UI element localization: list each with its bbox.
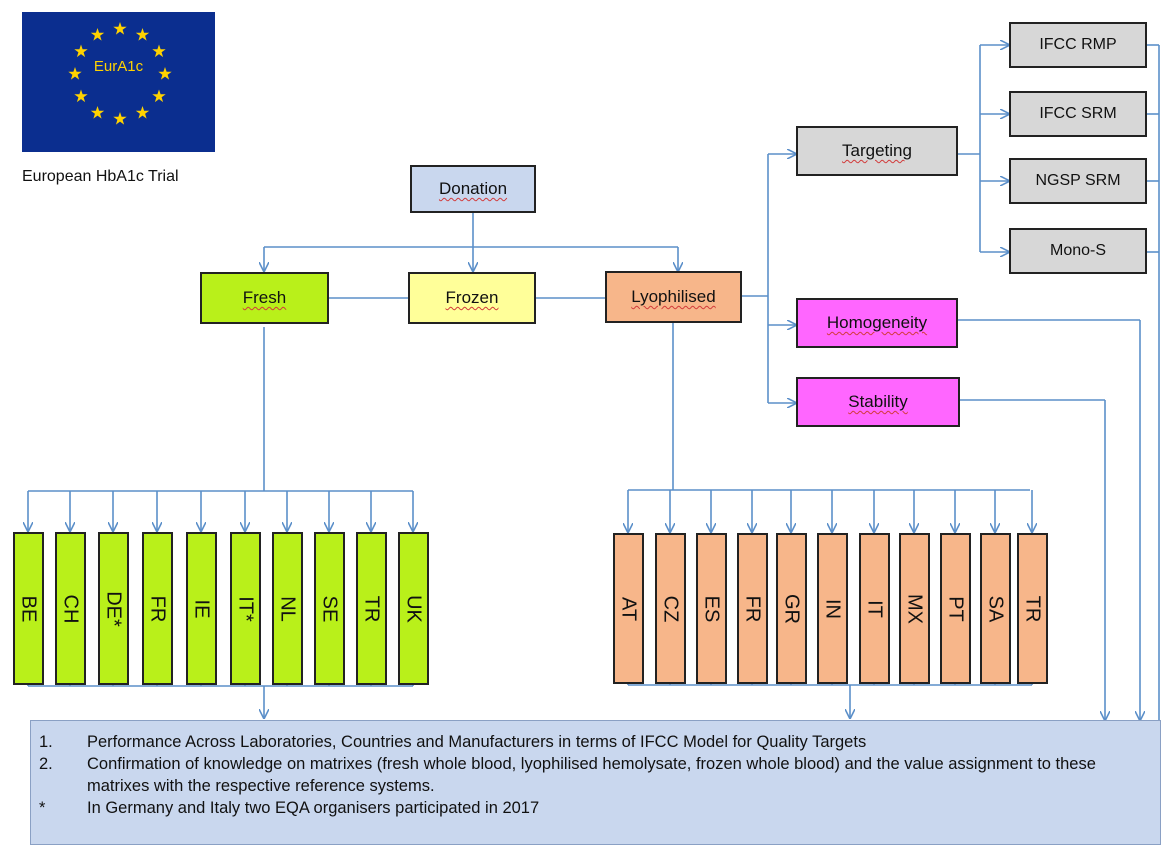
country-box: ES [695,533,727,684]
eura1c-flag-logo [22,12,215,152]
ifcc-rmp-node: IFCC RMP [1009,22,1147,68]
country-box: TR [355,532,387,685]
country-box: NL [271,532,303,685]
country-code: NL [276,595,299,622]
country-code: MX [903,593,926,624]
country-code: BE [17,595,40,622]
ifcc-rmp-label: IFCC RMP [1039,36,1117,53]
stability-label: Stability [848,392,908,411]
note-item: 2. Confirmation of knowledge on matrixes… [39,753,1160,797]
ngsp-srm-label: NGSP SRM [1035,172,1121,189]
country-box: IN [816,533,848,684]
country-code: ES [700,595,723,622]
fresh-node: Fresh [200,272,329,324]
country-code: FR [146,595,169,622]
lyophilised-label: Lyophilised [631,287,716,306]
country-box: MX [898,533,930,684]
country-code: SA [984,595,1007,622]
country-box: PT [939,533,971,684]
country-code: TR [360,595,383,622]
country-code: SE [318,595,341,622]
note-text: Confirmation of knowledge on matrixes (f… [87,755,1096,795]
frozen-node: Frozen [408,272,536,324]
targeting-node: Targeting [796,126,958,176]
country-code: TR [1021,595,1044,622]
country-box: CH [54,532,86,685]
country-box: IT [858,533,890,684]
mono-s-label: Mono-S [1049,242,1107,259]
donation-node: Donation [410,165,536,213]
country-box: IE [185,532,217,685]
lyophilised-node: Lyophilised [605,271,742,323]
stability-node: Stability [796,377,960,427]
ifcc-srm-node: IFCC SRM [1009,91,1147,137]
country-box: IT* [229,532,261,685]
note-item: 1. Performance Across Laboratories, Coun… [39,731,1160,753]
flag-code-label: EurA1c [93,58,144,75]
homogeneity-label: Homogeneity [826,313,928,332]
country-box: AT [612,533,644,684]
notes-panel: 1. Performance Across Laboratories, Coun… [30,720,1161,845]
country-code: IE [190,599,213,618]
note-marker: * [39,799,46,817]
note-item: * In Germany and Italy two EQA organiser… [39,797,1160,819]
country-code: PT [944,595,967,622]
country-box: FR [141,532,173,685]
flag-caption: European HbA1c Trial [22,168,179,185]
country-code: UK [402,594,425,623]
country-code: CZ [659,595,682,622]
ngsp-srm-node: NGSP SRM [1009,158,1147,204]
note-marker: 2. [39,755,53,773]
frozen-label: Frozen [445,288,499,307]
country-box: UK [397,532,429,685]
country-code: DE* [102,590,125,627]
country-box: SE [313,532,345,685]
note-text: Performance Across Laboratories, Countri… [87,733,867,751]
country-box: FR [736,533,768,684]
country-box: GR [775,533,807,684]
star-circle-icon [68,22,172,125]
country-code: AT [617,596,640,621]
note-marker: 1. [39,733,53,751]
targeting-label: Targeting [842,141,912,160]
note-text: In Germany and Italy two EQA organisers … [87,799,540,817]
country-box: SA [979,533,1011,684]
donation-label: Donation [438,179,508,198]
homogeneity-node: Homogeneity [796,298,958,348]
mono-s-node: Mono-S [1009,228,1147,274]
country-code: FR [741,595,764,622]
country-code: GR [780,593,803,624]
country-code: IN [821,598,844,619]
country-box: CZ [654,533,686,684]
country-box: TR [1016,533,1048,684]
fresh-label: Fresh [242,288,287,307]
country-code: IT* [234,595,257,622]
ifcc-srm-label: IFCC SRM [1039,105,1117,122]
country-box: BE [12,532,44,685]
country-code: CH [59,594,82,623]
country-code: IT [863,599,886,618]
country-box: DE* [97,532,129,685]
